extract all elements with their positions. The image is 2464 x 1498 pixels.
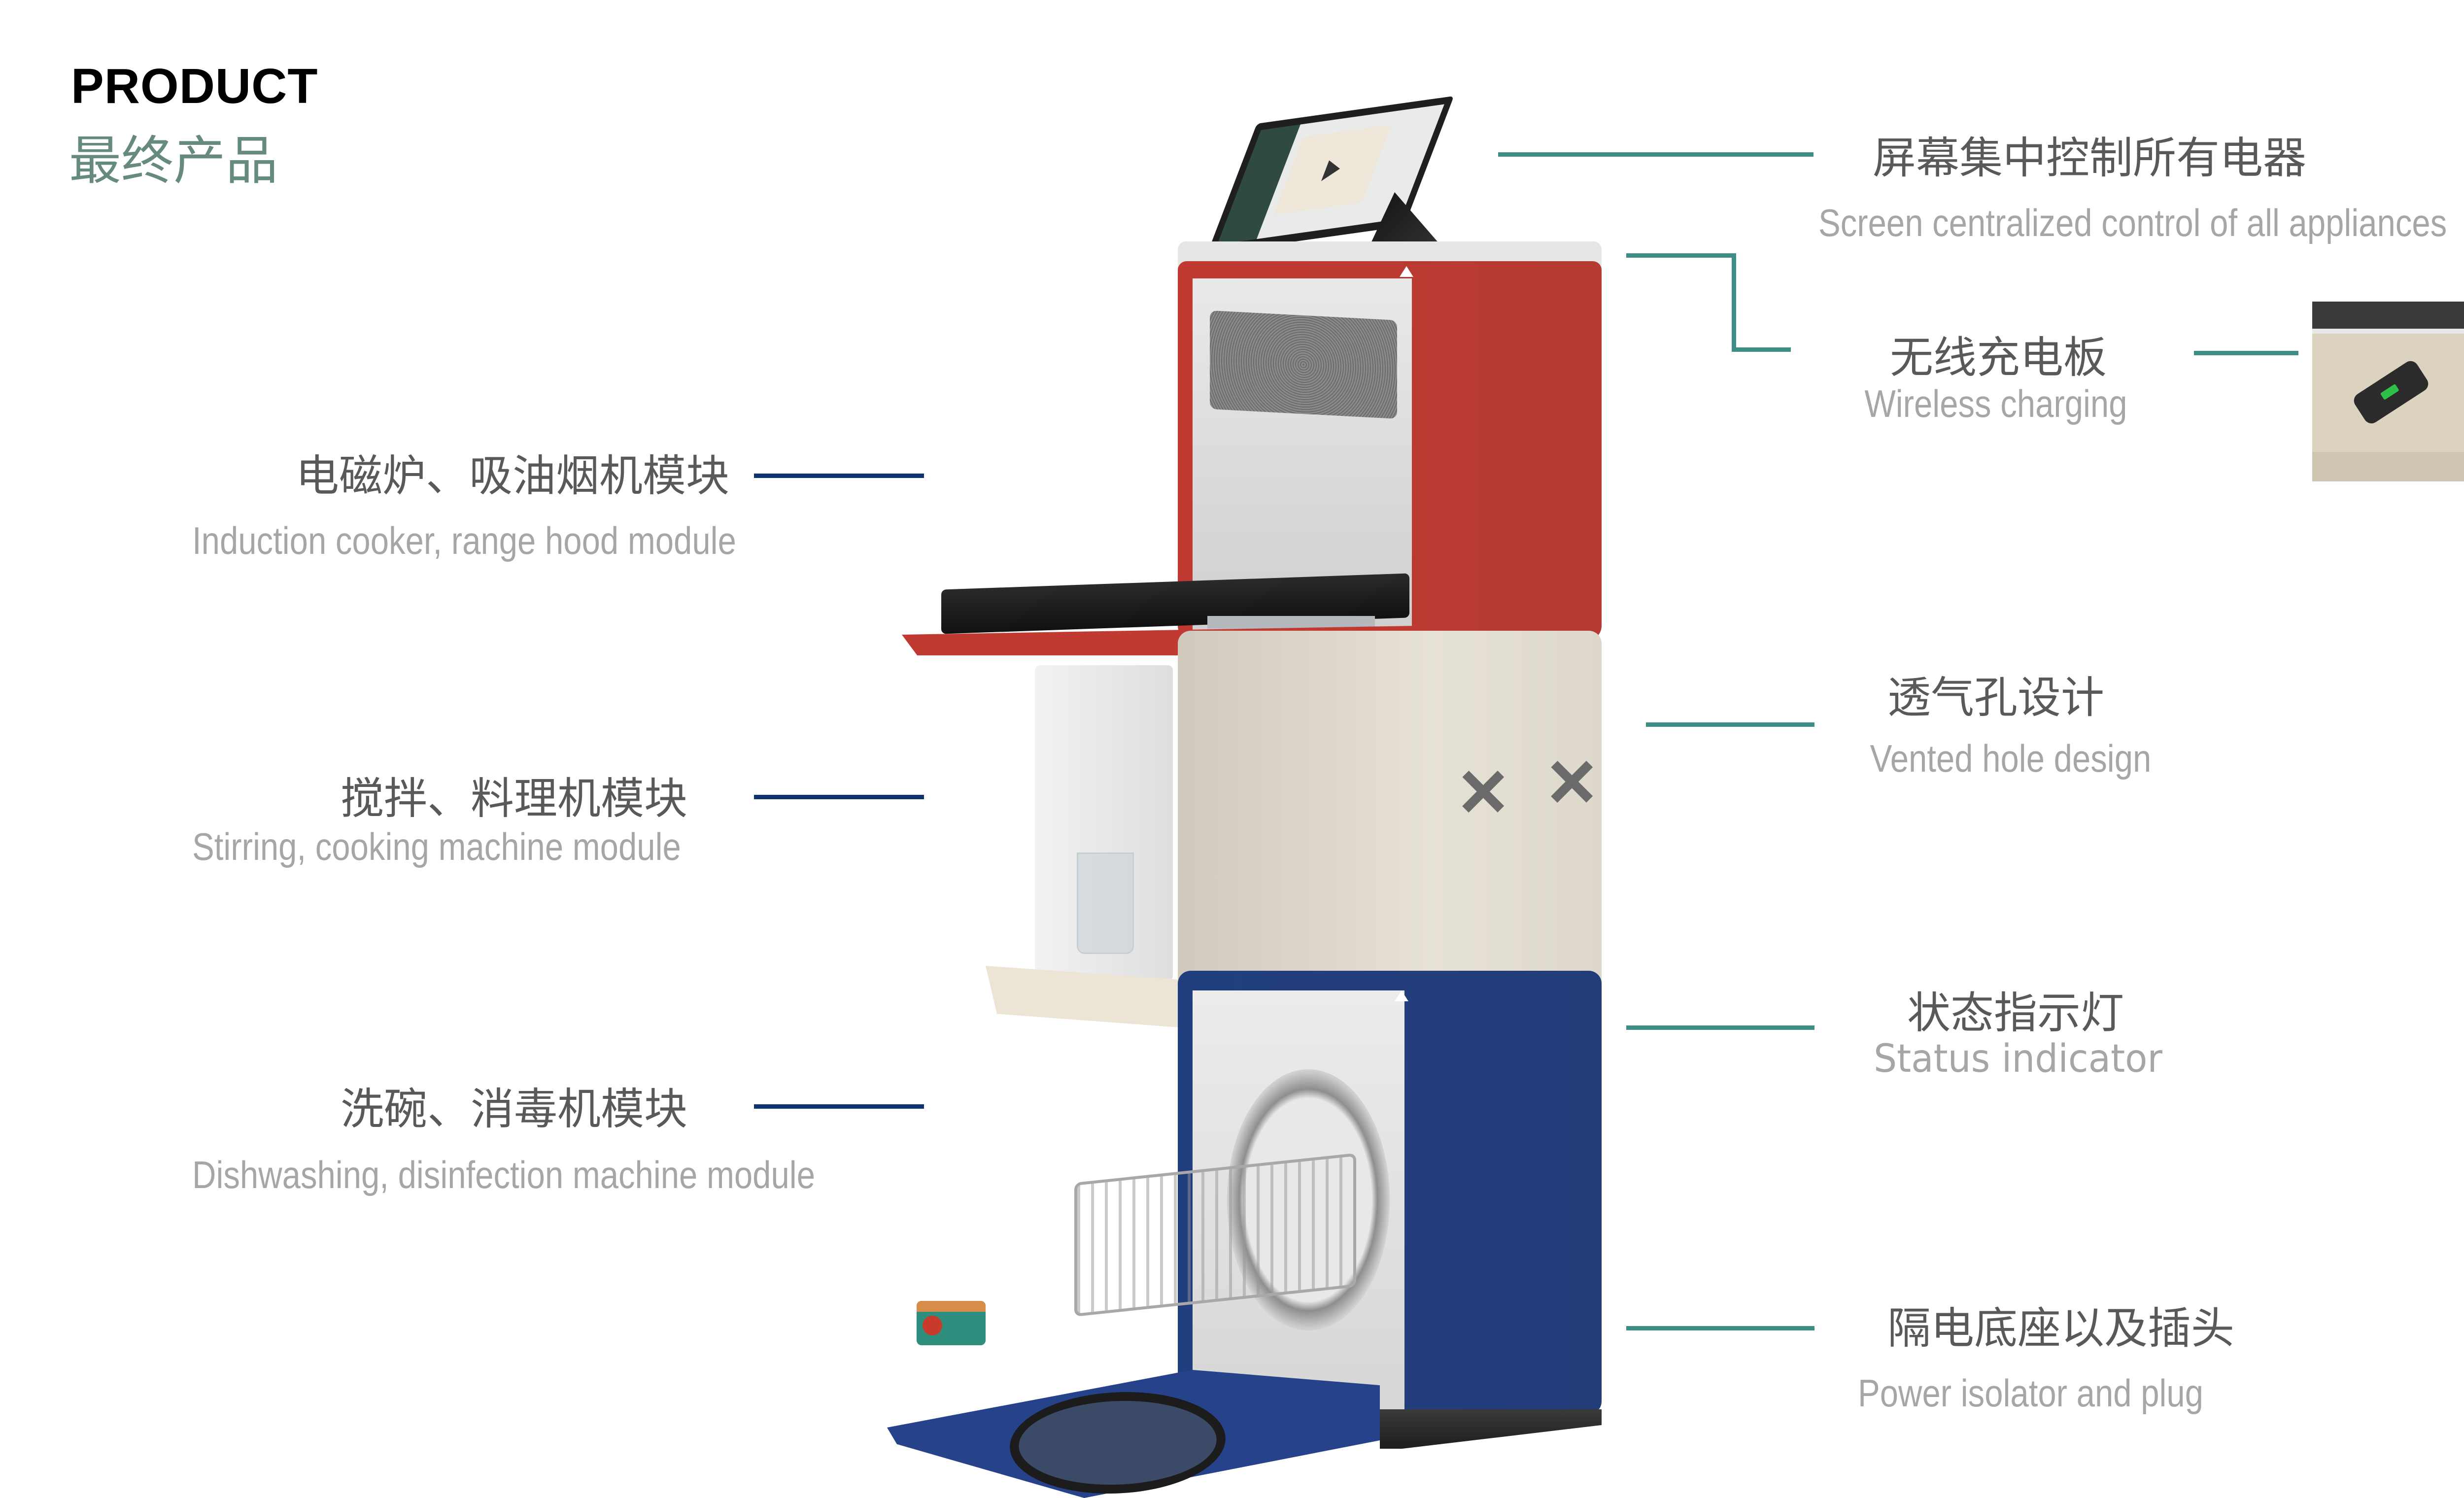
- vent-hole-icon: ×: [1459, 744, 1508, 838]
- module-stirring-cooking: [1178, 631, 1602, 995]
- callout-label-en: Screen centralized control of all applia…: [1818, 201, 2447, 244]
- leader-line-vented: [1646, 722, 1814, 727]
- plug-switch: [923, 1316, 942, 1335]
- callout-wireless-charging: 无线充电板 Wireless charging: [1833, 323, 2208, 426]
- callout-stirring-machine: 搅拌、料理机模块 Stirring, cooking machine modul…: [148, 764, 729, 869]
- callout-label-en: Vented hole design: [1870, 737, 2152, 780]
- leader-line-status: [1626, 1025, 1814, 1030]
- callout-label-en: Wireless charging: [1864, 382, 2127, 425]
- leader-line-wireless-h2: [1732, 347, 1791, 352]
- callout-screen-control: 屏幕集中控制所有电器 Screen centralized control of…: [1818, 123, 2464, 245]
- callout-label-en: Power isolator and plug: [1858, 1371, 2204, 1415]
- leader-line-stirring: [754, 795, 924, 799]
- callout-induction-cooker: 电磁炉、吸油烟机模块 Induction cooker, range hood …: [148, 441, 736, 563]
- leader-line-wireless-h1: [1626, 253, 1734, 258]
- leader-line-wireless-v: [1732, 253, 1736, 352]
- callout-label-cn: 电磁炉、吸油烟机模块: [295, 451, 729, 500]
- wireless-charging-inset: [2312, 302, 2464, 481]
- callout-label-en: Stirring, cooking machine module: [192, 825, 681, 868]
- range-hood-mesh: [1210, 310, 1397, 419]
- inset-screen-edge: [2312, 302, 2464, 334]
- callout-label-cn: 透气孔设计: [1887, 673, 2104, 722]
- callout-dishwasher: 洗碗、消毒机模块 Dishwashing, disinfection machi…: [148, 1074, 816, 1197]
- page-subtitle: 最终产品: [69, 132, 278, 190]
- callout-status-indicator: 状态指示灯 Status indicator: [1833, 978, 2208, 1081]
- vent-hole-icon: ×: [1547, 734, 1597, 828]
- plug-top: [917, 1301, 986, 1312]
- callout-power-isolator: 隔电底座以及插头 Power isolator and plug: [1858, 1294, 2259, 1416]
- leader-line-screen: [1498, 152, 1814, 157]
- inset-bottom-bevel: [2312, 452, 2464, 481]
- product-render: × ×: [887, 96, 1676, 1498]
- callout-label-cn: 无线充电板: [1889, 333, 2107, 382]
- leader-line-wireless-inset: [2194, 351, 2298, 355]
- battery-charging-icon: [2380, 383, 2399, 400]
- callout-label-cn: 搅拌、料理机模块: [340, 774, 687, 823]
- callout-label-cn: 隔电底座以及插头: [1887, 1304, 2235, 1353]
- blender-glass: [1077, 852, 1134, 954]
- callout-label-en: Status indicator: [1874, 1037, 2162, 1081]
- status-light-bottom: [1395, 990, 1408, 1001]
- plug-module: [917, 1301, 986, 1345]
- callout-label-cn: 屏幕集中控制所有电器: [1873, 134, 2307, 182]
- leader-line-dishwasher: [754, 1104, 924, 1109]
- power-isolator-base: [1380, 1409, 1602, 1449]
- leader-line-power: [1626, 1326, 1814, 1330]
- callout-label-cn: 洗碗、消毒机模块: [340, 1085, 687, 1133]
- leader-line-induction: [754, 474, 924, 478]
- callout-vented-hole: 透气孔设计 Vented hole design: [1833, 663, 2208, 781]
- callout-label-en: Induction cooker, range hood module: [192, 519, 736, 562]
- page-title: PRODUCT: [71, 59, 318, 114]
- cooktop-rail: [1207, 616, 1375, 629]
- callout-label-en: Dishwashing, disinfection machine module: [192, 1153, 816, 1196]
- callout-label-cn: 状态指示灯: [1907, 988, 2124, 1037]
- phone-icon: [2351, 358, 2431, 427]
- status-light-top: [1400, 266, 1413, 277]
